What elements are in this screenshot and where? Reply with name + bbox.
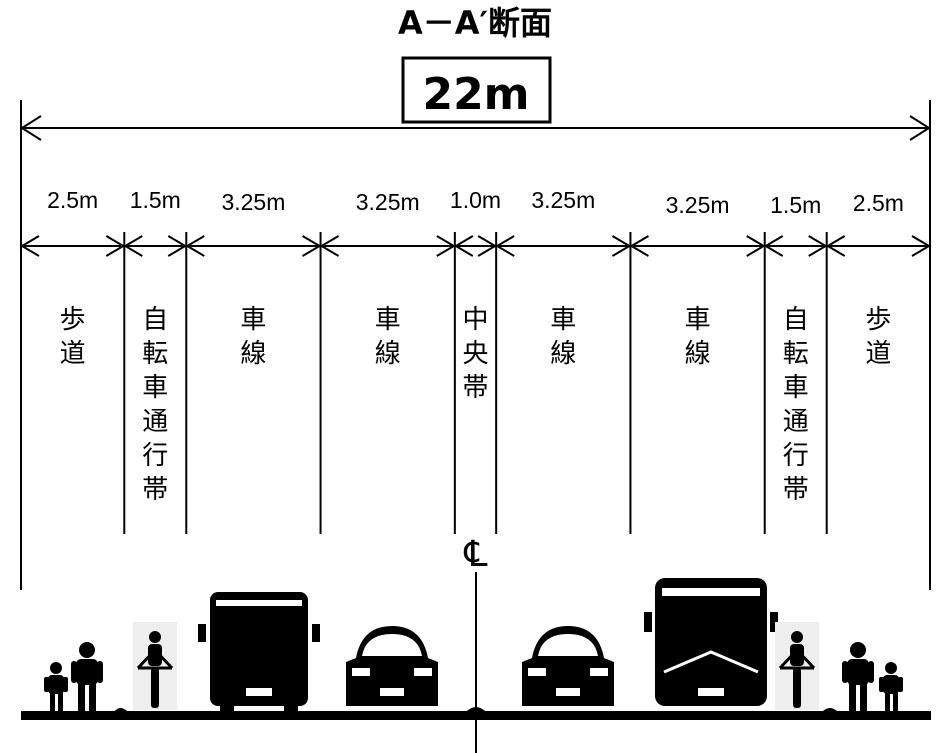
lane-dimension-arrows [20, 235, 931, 257]
total-width-box [401, 56, 552, 124]
lane-dimension-arrow [319, 235, 456, 257]
lane-width-label: 3.25m [666, 192, 730, 218]
lane-width-label: 3.25m [356, 189, 420, 215]
lane-name-label: 車線 [550, 305, 576, 369]
car-front-icon [522, 626, 614, 706]
lane-width-label: 2.5m [853, 190, 904, 216]
car-front-icon [346, 626, 438, 706]
bus-front-icon [198, 592, 320, 711]
lane-boundary-lines [123, 232, 828, 534]
centerline-symbol: ℄ [463, 534, 487, 575]
lane-dimension-arrow [185, 235, 322, 257]
lane-dimension-arrow [123, 235, 188, 257]
pedestrian-child-icon [879, 662, 903, 711]
lane-width-label: 3.25m [221, 189, 285, 215]
cyclist-icon [133, 622, 177, 710]
section-title: A－A′断面 [398, 4, 552, 42]
lane-width-label: 1.5m [130, 187, 181, 213]
cyclist-icon [775, 622, 819, 710]
lane-dimension-arrow [629, 235, 766, 257]
lane-name-label: 自転車通行帯 [783, 305, 809, 505]
lane-name-label: 車線 [240, 305, 266, 369]
lane-width-label: 1.0m [450, 187, 501, 213]
lane-width-label: 2.5m [47, 187, 98, 213]
lane-width-labels: 2.5m 1.5m 3.25m 3.25m 1.0m 3.25m 3.25m 1.5m 2.5m [47, 187, 904, 218]
lane-name-label: 歩道 [865, 305, 891, 369]
lane-name-label: 中央帯 [462, 305, 488, 403]
lane-name-label: 車線 [375, 305, 401, 369]
lane-name-labels: 歩道 自転車通行帯 車線 車線 中央帯 車線 車線 自転車通行帯 歩道 [60, 305, 892, 505]
total-dimension-line [20, 115, 931, 141]
road-surface [21, 707, 931, 720]
lane-width-label: 3.25m [531, 187, 595, 213]
total-width-label: 22m [422, 69, 529, 120]
pedestrian-child-icon [44, 662, 68, 711]
pedestrian-adult-icon [71, 642, 103, 711]
lane-dimension-arrow [20, 235, 126, 257]
lane-width-label: 1.5m [770, 192, 821, 218]
lane-dimension-arrow [825, 235, 931, 257]
lane-name-label: 車線 [685, 305, 711, 369]
bus-front-icon [644, 578, 778, 706]
pedestrian-adult-icon [842, 642, 874, 711]
lane-dimension-arrow [495, 235, 632, 257]
lane-name-label: 歩道 [60, 305, 86, 369]
lane-dimension-arrow [763, 235, 828, 257]
lane-name-label: 自転車通行帯 [142, 305, 168, 505]
lane-dimension-arrow [453, 235, 498, 257]
